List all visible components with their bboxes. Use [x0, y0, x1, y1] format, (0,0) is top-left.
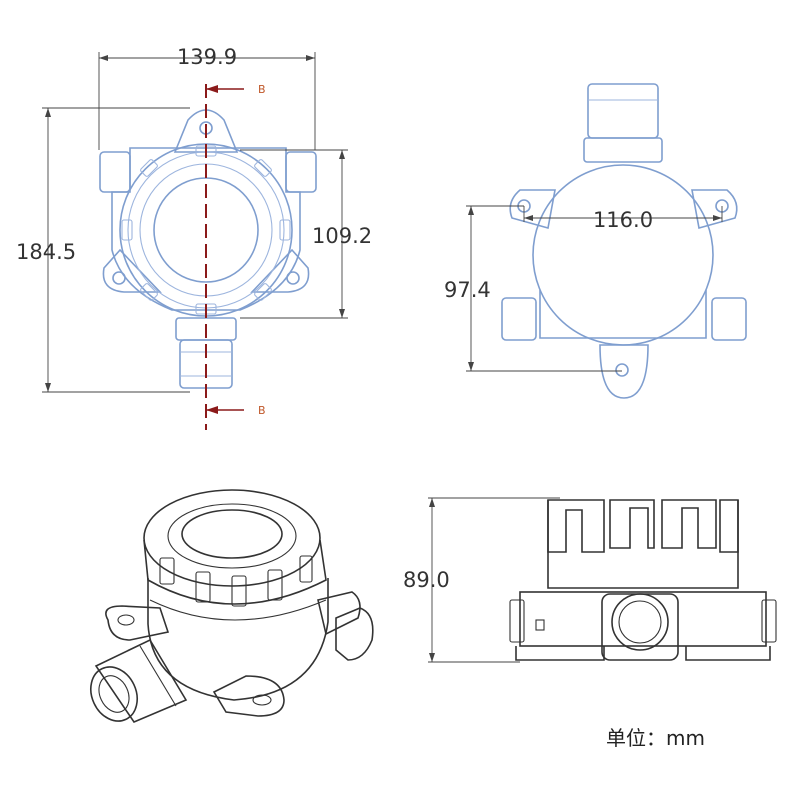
right-lower-ear: [250, 248, 310, 293]
iso-right-plug: [335, 607, 374, 661]
front-view: B B 139.9 184.5 109.2: [16, 45, 372, 430]
side-grip-slots: [547, 499, 739, 553]
dim-height-side: 89.0: [403, 497, 560, 663]
dim-89-0: 89.0: [403, 568, 450, 592]
rear-sensor-head: [587, 83, 659, 139]
iso-left-flange: [105, 605, 170, 641]
side-cap: [547, 500, 739, 589]
iso-cap-side: [143, 539, 327, 605]
isometric-view: [90, 489, 374, 723]
section-label-top: B: [258, 83, 266, 96]
side-body: [519, 591, 767, 647]
side-view: 89.0: [403, 497, 777, 663]
dim-109-2: 109.2: [312, 224, 372, 248]
dim-mount-height: 97.4: [444, 205, 622, 372]
iso-bottom-flange: [212, 675, 285, 717]
unit-label: 单位：mm: [606, 726, 705, 750]
dim-height-body: 109.2: [240, 149, 372, 319]
iso-sensor-face: [90, 666, 138, 722]
dim-hole-spacing: 116.0: [523, 206, 723, 232]
mount-hole-icon: [117, 614, 135, 626]
iso-housing: [147, 578, 329, 701]
iso-right-boss: [317, 591, 361, 636]
section-label-bottom: B: [258, 404, 266, 417]
housing-outline: [111, 147, 301, 311]
dim-184-5: 184.5: [16, 240, 76, 264]
rear-sensor-nut: [583, 137, 663, 163]
dim-height-overall: 184.5: [16, 107, 190, 393]
dim-116-0: 116.0: [593, 208, 653, 232]
dim-width-top: 139.9: [98, 45, 316, 150]
side-vent: [535, 619, 545, 631]
side-left-boss: [509, 599, 525, 643]
iso-window: [181, 509, 283, 559]
rear-bottom-ear: [599, 344, 649, 399]
top-mount-ear: [173, 109, 239, 153]
rear-left-boss: [501, 297, 537, 341]
left-boss: [99, 151, 131, 193]
rear-left-ear: [509, 189, 556, 230]
rear-view: 116.0 97.4: [444, 83, 747, 399]
side-right-boss: [761, 599, 777, 643]
right-boss: [285, 151, 317, 193]
mount-hole-icon: [615, 363, 629, 377]
dim-97-4: 97.4: [444, 278, 491, 302]
iso-grip-slots: [159, 555, 313, 607]
rear-right-ear: [691, 189, 738, 230]
rear-body: [532, 164, 714, 346]
grip-slots: [121, 145, 291, 315]
side-port-ring: [611, 593, 669, 651]
dim-139-9: 139.9: [177, 45, 237, 69]
iso-sensor-tube: [94, 638, 188, 723]
rear-right-boss: [711, 297, 747, 341]
left-lower-ear: [102, 248, 162, 293]
